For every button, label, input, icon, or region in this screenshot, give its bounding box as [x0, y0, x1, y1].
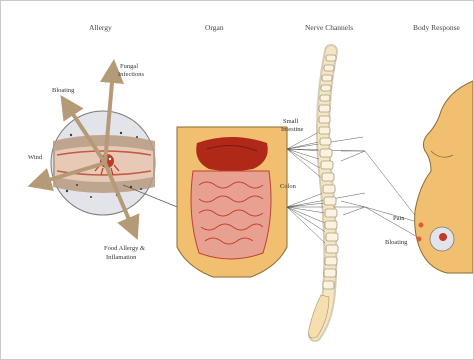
label-colon: Colon: [280, 183, 296, 191]
label-small-intestine-line1: Small: [283, 118, 298, 126]
body-response-figure: [415, 81, 473, 273]
label-small-intestine-line2: Intestine: [281, 126, 303, 134]
label-pain: Pain: [393, 215, 405, 223]
label-wind: Wind: [28, 154, 42, 162]
label-fungal-line1: Fungal: [120, 63, 138, 71]
label-bloating-right: Bloating: [385, 239, 407, 247]
label-bloating-left: Bloating: [52, 87, 74, 95]
label-food-allergy-line1: Food Allergy &: [104, 245, 145, 253]
label-fungal-line2: Infections: [118, 71, 144, 79]
nerve-lines: [287, 131, 421, 245]
spine: [309, 51, 338, 338]
organ-torso: [177, 127, 287, 277]
label-food-allergy-line2: Inflamation: [106, 254, 136, 262]
